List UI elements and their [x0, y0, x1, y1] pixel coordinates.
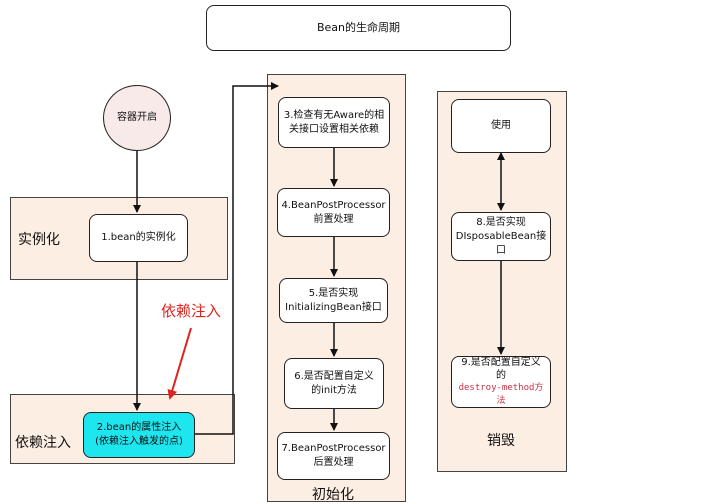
step7-node: 7.BeanPostProcessor 后置处理 [277, 432, 390, 480]
step9-node: 9.是否配置自定义 的 destroy-method方法 [451, 356, 551, 408]
step3-node: 3.检查有无Aware的相 关接口设置相关依赖 [278, 97, 390, 148]
step5-node: 5.是否实现 InitializingBean接口 [279, 278, 388, 323]
dependency-injection-annotation: 依赖注入 [161, 302, 222, 320]
diagram-title-text: Bean的生命周期 [316, 21, 401, 34]
step3-label: 3.检查有无Aware的相 关接口设置相关依赖 [283, 109, 385, 135]
container-start-node: 容器开启 [103, 85, 171, 151]
panel-init-label: 初始化 [312, 487, 354, 503]
panel-injection-label: 依赖注入 [15, 435, 71, 451]
step8-label: 8.是否实现 DIsposableBean接 口 [455, 216, 547, 256]
step9-label: 9.是否配置自定义 的 [461, 357, 541, 381]
step4-label: 4.BeanPostProcessor 前置处理 [281, 199, 386, 225]
step9-code-label: destroy-method方法 [458, 383, 544, 406]
step6-node: 6.是否配置自定义 的init方法 [284, 358, 384, 409]
step4-node: 4.BeanPostProcessor 前置处理 [277, 188, 390, 237]
step5-label: 5.是否实现 InitializingBean接口 [285, 287, 382, 313]
panel-instantiation-label: 实例化 [18, 232, 60, 248]
step2-node: 2.bean的属性注入 (依赖注入触发的点) [83, 412, 195, 458]
step8-node: 8.是否实现 DIsposableBean接 口 [451, 212, 551, 261]
step1-node: 1.bean的实例化 [89, 214, 188, 262]
step6-label: 6.是否配置自定义 的init方法 [294, 370, 374, 396]
panel-destroy-label: 销毁 [487, 433, 515, 449]
step2-label: 2.bean的属性注入 (依赖注入触发的点) [95, 422, 183, 447]
use-node: 使用 [451, 99, 551, 153]
container-start-label: 容器开启 [117, 112, 157, 123]
annotation-arrow [167, 327, 192, 400]
use-label: 使用 [491, 120, 511, 131]
step1-label: 1.bean的实例化 [101, 232, 176, 243]
step7-label: 7.BeanPostProcessor 后置处理 [281, 443, 386, 468]
diagram-title: Bean的生命周期 [206, 5, 511, 51]
